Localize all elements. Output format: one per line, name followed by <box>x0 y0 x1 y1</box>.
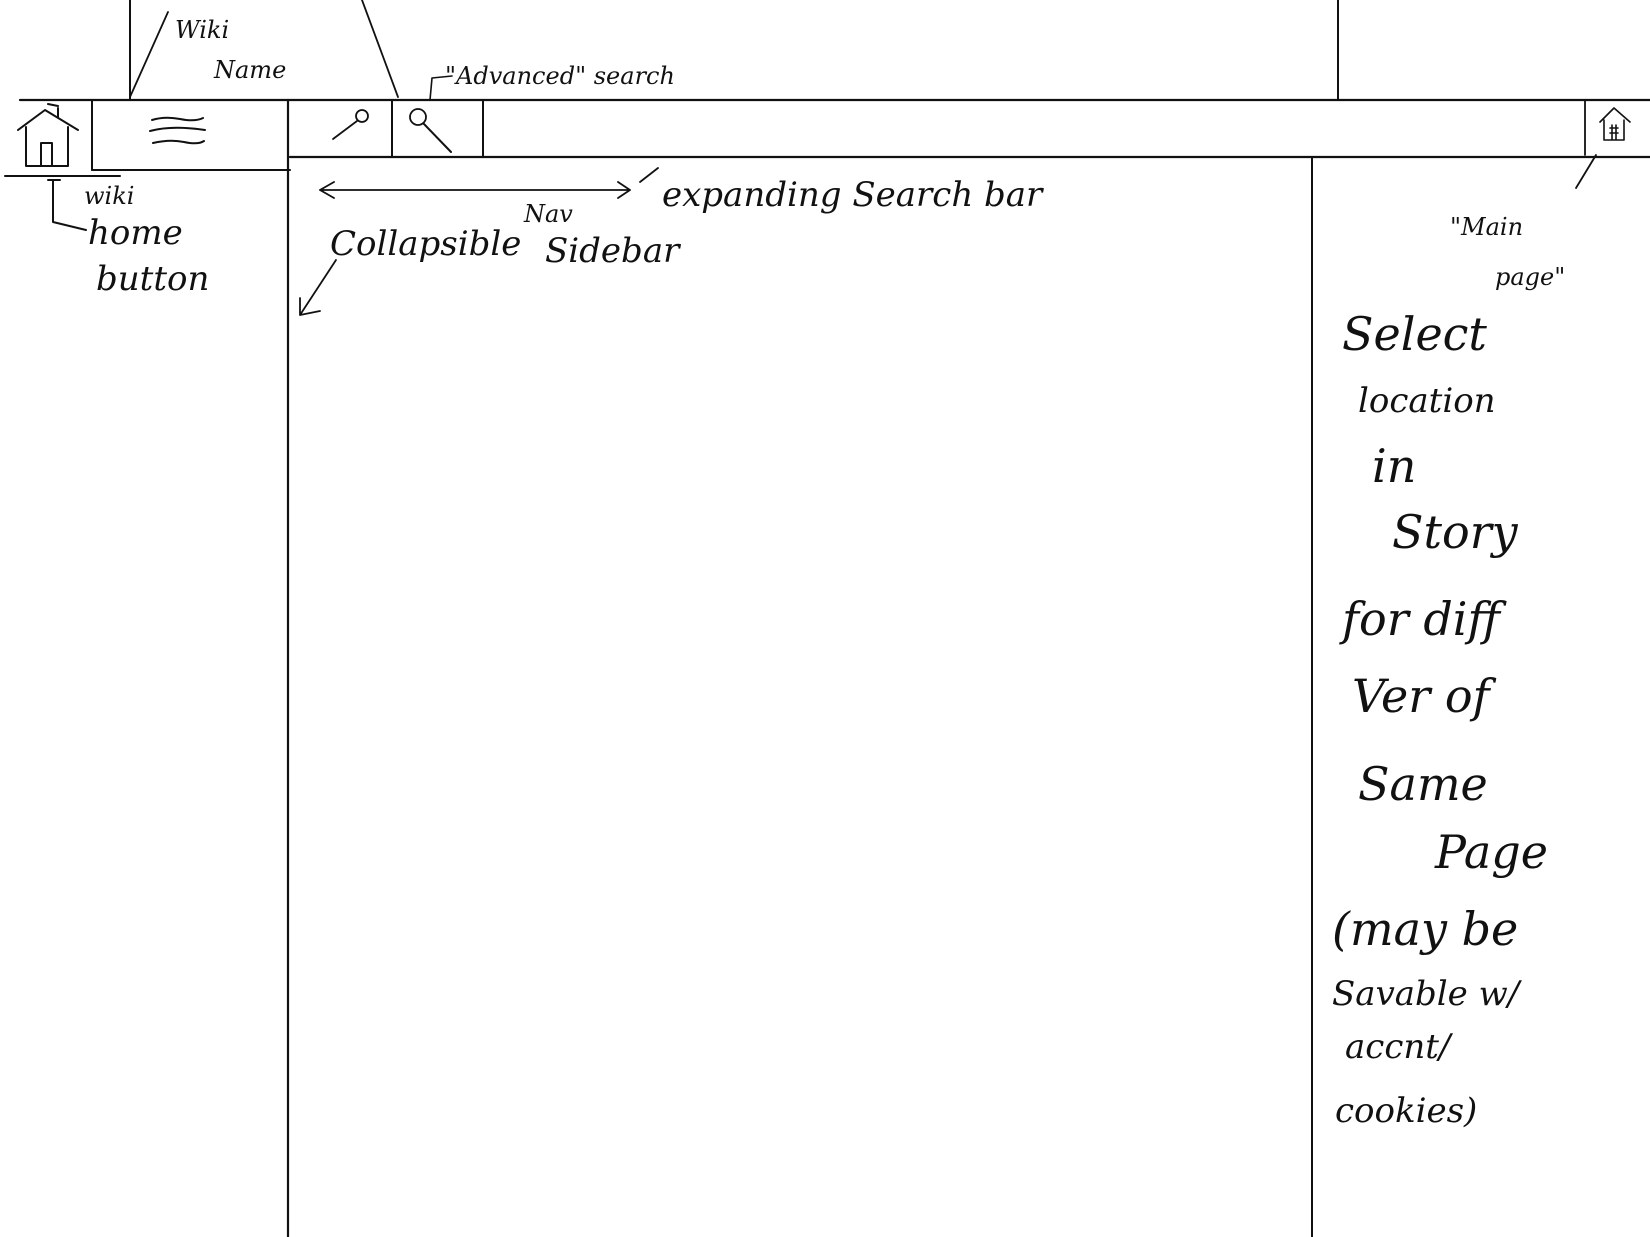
annotation-connectors <box>47 75 1597 316</box>
house-icon <box>1599 107 1631 141</box>
right-panel-note: Select location in Story for diff Ver of… <box>1332 307 1548 1131</box>
nav-word: Nav <box>523 200 573 228</box>
header-bar <box>4 0 1650 177</box>
wiki-name-tab <box>129 0 399 101</box>
label-expanding-search-bar: expanding Search bar <box>662 175 1044 215</box>
wiki-name-line-2: Name <box>213 56 286 84</box>
magnifier-icon <box>409 108 427 126</box>
note-line-3: in <box>1372 439 1416 493</box>
label-collapsible-nav-sidebar: Collapsible Nav Sidebar <box>330 200 681 271</box>
label-main-page: "Main page" <box>1450 213 1565 291</box>
home-label-line-1: wiki <box>84 182 134 210</box>
hamburger-icon <box>149 116 206 145</box>
home-label-line-3: button <box>96 259 209 299</box>
advanced-search-button[interactable] <box>409 108 452 153</box>
note-line-10: Savable w/ <box>1332 974 1523 1014</box>
search-button[interactable] <box>332 109 369 140</box>
label-wiki-name: Wiki Name <box>175 16 286 84</box>
label-advanced-search: "Advanced" search <box>445 62 675 90</box>
note-line-8: Page <box>1434 825 1548 879</box>
note-line-6: Ver of <box>1352 669 1497 723</box>
note-line-4: Story <box>1392 505 1519 559</box>
label-wiki-home-button: wiki home button <box>84 182 209 299</box>
main-page-line-2: page" <box>1495 263 1565 291</box>
wiki-home-button[interactable] <box>17 103 79 167</box>
note-line-5: for diff <box>1339 592 1507 646</box>
main-page-line-1: "Main <box>1450 213 1523 241</box>
note-line-9: (may be <box>1332 902 1518 956</box>
wiki-name-line-1: Wiki <box>175 16 229 44</box>
sidebar-word: Sidebar <box>545 231 681 271</box>
collapsible-word: Collapsible <box>330 224 521 264</box>
note-line-11: accnt/ <box>1345 1027 1454 1067</box>
main-page-button[interactable] <box>1599 107 1631 141</box>
note-line-7: Same <box>1358 757 1488 811</box>
home-label-line-2: home <box>88 213 183 253</box>
search-icon <box>355 109 369 123</box>
house-icon <box>17 103 79 167</box>
note-line-1: Select <box>1342 307 1487 361</box>
nav-menu-button[interactable] <box>149 116 206 145</box>
note-line-2: location <box>1358 381 1496 421</box>
note-line-12: cookies) <box>1335 1091 1477 1131</box>
